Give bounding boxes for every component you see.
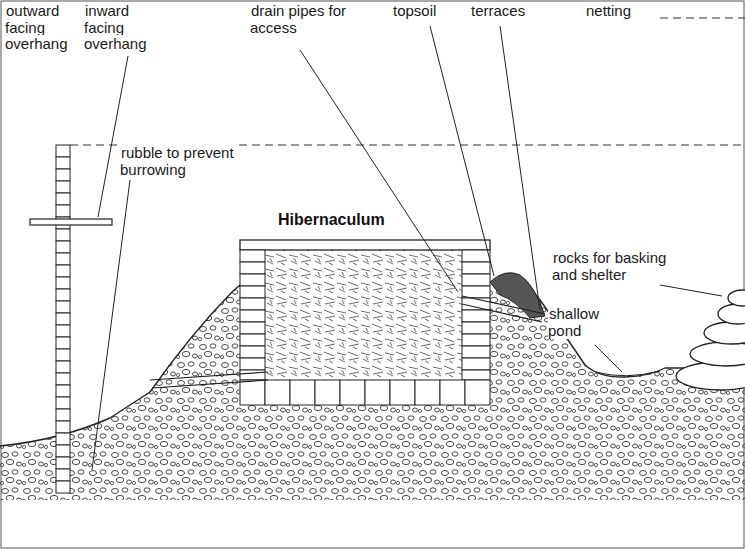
- brick: [56, 241, 70, 253]
- brick: [462, 298, 490, 310]
- brick: [56, 145, 70, 157]
- brick: [240, 322, 265, 334]
- brick: [462, 322, 490, 334]
- label-text: drain pipes for access: [250, 2, 346, 36]
- brick: [462, 286, 490, 298]
- part-label: outward facing overhang: [5, 3, 79, 53]
- brick: [462, 310, 490, 322]
- brick: [365, 380, 390, 405]
- brick: [56, 349, 70, 361]
- brick: [56, 445, 70, 457]
- label-text: topsoil: [392, 2, 437, 19]
- brick: [290, 380, 315, 405]
- brick: [56, 313, 70, 325]
- brick: [56, 397, 70, 409]
- brick: [56, 169, 70, 181]
- part-label: rocks for basking and shelter: [552, 250, 692, 283]
- part-label: shallow pond: [548, 306, 620, 339]
- brick: [240, 286, 265, 298]
- brick: [465, 380, 490, 405]
- part-label: drain pipes for access: [250, 3, 350, 36]
- brick: [462, 370, 490, 380]
- brick: [56, 265, 70, 277]
- brick: [315, 380, 340, 405]
- brick: [462, 274, 490, 286]
- label-text: inward facing overhang: [84, 2, 148, 52]
- brick: [240, 310, 265, 322]
- label-text: rocks for basking and shelter: [552, 249, 666, 283]
- brick: [462, 250, 490, 262]
- label-text: netting: [585, 2, 632, 19]
- brick: [56, 277, 70, 289]
- brick: [440, 380, 465, 405]
- part-label: topsoil: [392, 3, 462, 20]
- brick: [56, 361, 70, 373]
- brick: [56, 421, 70, 433]
- part-label: netting: [585, 3, 655, 20]
- brick: [56, 157, 70, 169]
- brick: [462, 262, 490, 274]
- brick: [390, 380, 415, 405]
- brick: [56, 481, 70, 493]
- brick: [56, 181, 70, 193]
- brick: [240, 370, 265, 380]
- brick: [56, 409, 70, 421]
- brick: [240, 380, 265, 405]
- brick: [56, 325, 70, 337]
- brick: [56, 433, 70, 445]
- brick: [240, 334, 265, 346]
- brick: [240, 298, 265, 310]
- hibernaculum-chamber: Hibernaculum: [240, 205, 490, 405]
- brick: [340, 380, 365, 405]
- brick: [56, 373, 70, 385]
- brick: [56, 229, 70, 241]
- label-text: outward facing overhang: [5, 2, 69, 52]
- brick: [240, 274, 265, 286]
- brick: [56, 289, 70, 301]
- brick: [56, 193, 70, 205]
- brick: [240, 262, 265, 274]
- label-text: terraces: [470, 2, 526, 19]
- brick: [56, 469, 70, 481]
- brick: [56, 385, 70, 397]
- brick: [56, 301, 70, 313]
- brick: [56, 337, 70, 349]
- brick: [56, 253, 70, 265]
- node-heading: Hibernaculum: [276, 211, 387, 229]
- label-text: rubble to prevent burrowing: [120, 144, 234, 178]
- brick: [56, 457, 70, 469]
- brick: [240, 358, 265, 370]
- brick: [415, 380, 440, 405]
- part-label: terraces: [470, 3, 550, 20]
- brick: [462, 346, 490, 358]
- brick: [462, 334, 490, 346]
- brick: [56, 205, 70, 217]
- brick: [265, 380, 290, 405]
- label-text: shallow pond: [548, 305, 599, 339]
- part-label: rubble to prevent burrowing: [120, 145, 270, 178]
- brick: [462, 358, 490, 370]
- brick: [240, 346, 265, 358]
- part-label: inward facing overhang: [84, 3, 158, 53]
- brick: [240, 250, 265, 262]
